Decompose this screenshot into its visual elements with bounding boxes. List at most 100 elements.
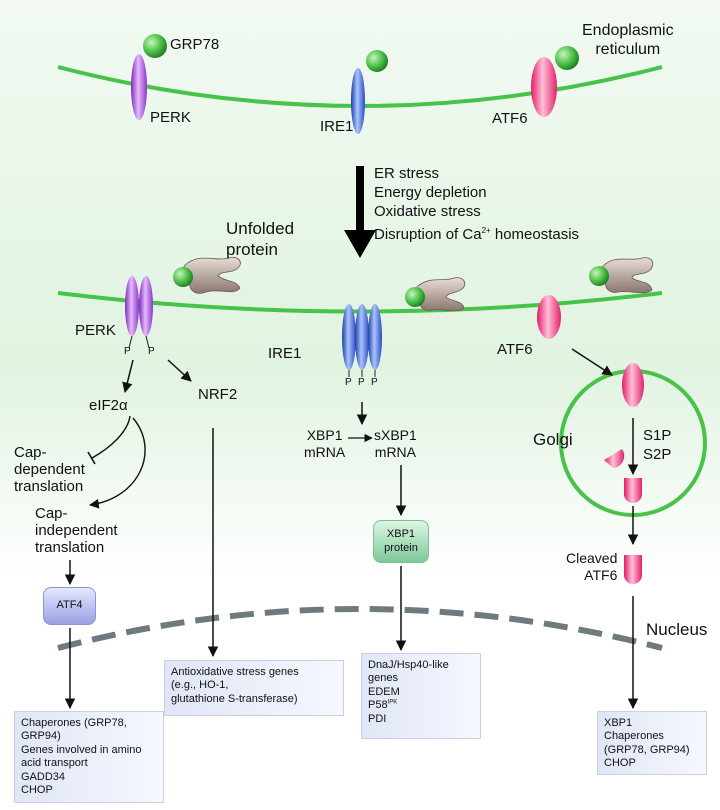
cap-indep-line1: Cap-: [35, 505, 68, 522]
cleaved-atf6-label: Cleaved ATF6: [566, 550, 617, 584]
unfolded-protein-right: [589, 257, 654, 294]
xbp1-mrna-line2: mRNA: [304, 444, 346, 460]
sxbp1-mrna-label: sXBP1 mRNA: [374, 427, 417, 461]
atf6-sensor-top: [531, 57, 557, 117]
grp78-ball: [143, 34, 167, 58]
unfolded-line1: Unfolded: [226, 219, 295, 238]
arrow-atf6-golgi: [571, 348, 613, 376]
stress-calcium-tail: homeostasis: [490, 226, 580, 243]
nrf2-gene-line3: glutathione S-transferase): [171, 692, 298, 705]
grp78-label: GRP78: [170, 36, 220, 53]
ire1-trimer-b: [355, 304, 369, 370]
cap-dep-line2: dependent: [14, 461, 85, 478]
ire1-gene-line1: DnaJ/Hsp40-like: [368, 659, 449, 671]
unfolded-protein-label: Unfolded protein: [226, 218, 294, 260]
grp78-ball-atf6: [555, 46, 579, 70]
atf4-label: ATF4: [56, 599, 83, 612]
xbp1-protein-line2: protein: [384, 541, 418, 554]
perk-sensor-top: [131, 54, 147, 120]
perk-gene-line6: CHOP: [21, 784, 53, 797]
p58-sup: IPK: [387, 699, 398, 706]
perk-phospho-b: P: [148, 346, 155, 357]
arrow-perk-eif2a: [122, 359, 134, 394]
atf6-gene-line4: CHOP: [604, 757, 636, 770]
xbp1-protein: XBP1 protein: [373, 520, 429, 563]
atf6-in-golgi: [622, 363, 644, 407]
xbp1-mrna-label: XBP1 mRNA: [304, 427, 345, 461]
cleaved-line2: ATF6: [584, 567, 618, 583]
cap-indep-line2: independent: [35, 522, 118, 539]
ire1-gene-line4: P58IPK: [368, 699, 474, 712]
p58-text: P58: [368, 699, 388, 712]
unfolded-line2: protein: [226, 240, 278, 259]
stress-item-energy: Energy depletion: [374, 184, 487, 201]
ire1-middle-label: IRE1: [268, 345, 302, 362]
cap-dep-line1: Cap-: [14, 444, 47, 461]
perk-middle-label: PERK: [75, 322, 116, 339]
golgi-label: Golgi: [533, 430, 573, 449]
nrf2-gene-line1: Antioxidative stress genes: [171, 666, 299, 678]
stress-item-er: ER stress: [374, 165, 440, 182]
stress-arrow-head: [344, 230, 376, 258]
ire1-phospho-c: P: [371, 377, 378, 388]
cap-dependent-label: Cap- dependent translation: [14, 444, 85, 495]
nrf2-label: NRF2: [198, 386, 238, 403]
atf6-cleaved-free: [624, 555, 642, 584]
grp78-ball-ire1: [366, 50, 388, 72]
s2p-label: S2P: [643, 446, 672, 463]
inhibit-cap-dependent: [91, 415, 131, 459]
stress-calcium-sup: 2+: [481, 226, 491, 235]
atf6-middle-label: ATF6: [497, 341, 533, 358]
sxbp1-mrna-line2: mRNA: [374, 444, 417, 460]
stress-list: ER stress Energy depletion Oxidative str…: [374, 164, 579, 244]
atf6-cleaved-fragment: [604, 449, 625, 468]
perk-gene-line5: GADD34: [21, 770, 66, 783]
atf6-gene-line2: Chaperones: [604, 730, 664, 743]
perk-gene-line4: acid transport: [21, 757, 88, 770]
ire1-gene-line3: EDEM: [368, 685, 400, 698]
atf6-gene-line3: (GRP78, GRP94): [604, 743, 690, 756]
cleaved-line1: Cleaved: [566, 550, 618, 566]
atf6-sensor-middle: [537, 295, 561, 339]
ire1-gene-line5: PDI: [368, 712, 387, 725]
arrow-perk-nrf2: [167, 359, 192, 382]
er-label: Endoplasmic reticulum: [582, 22, 674, 60]
cap-indep-line3: translation: [35, 539, 105, 556]
ire1-top-label: IRE1: [320, 118, 354, 135]
nrf2-gene-line2: (e.g., HO-1,: [171, 679, 229, 692]
ire1-gene-line2: genes: [368, 672, 398, 685]
atf6-gene-line1: XBP1: [604, 717, 633, 729]
stress-calcium-text: Disruption of Ca: [374, 226, 482, 243]
ire1-target-genes-box: DnaJ/Hsp40-like genes EDEM P58IPK PDI: [361, 653, 481, 739]
nuclear-envelope: [57, 606, 663, 651]
xbp1-protein-line1: XBP1: [386, 528, 416, 541]
arrow-cap-independent: [89, 417, 146, 509]
perk-target-genes-box: Chaperones (GRP78, GRP94) Genes involved…: [14, 711, 164, 803]
perk-gene-line3: Genes involved in amino: [21, 743, 142, 756]
unfolded-protein-left: [173, 256, 241, 294]
perk-dimer-a: [125, 276, 139, 336]
unfolded-protein-middle: [405, 277, 466, 312]
atf6-top-label: ATF6: [492, 110, 528, 127]
sxbp1-mrna-line1: sXBP1: [374, 427, 417, 443]
cap-independent-label: Cap- independent translation: [35, 505, 118, 556]
perk-gene-line2: GRP94): [21, 730, 61, 743]
er-label-line1: Endoplasmic: [582, 22, 674, 39]
atf4-protein: ATF4: [43, 587, 96, 625]
atf6-target-genes-box: XBP1 Chaperones (GRP78, GRP94) CHOP: [597, 711, 707, 775]
perk-top-label: PERK: [150, 109, 191, 126]
cap-dep-line3: translation: [14, 478, 84, 495]
stress-item-calcium: Disruption of Ca2+ homeostasis: [374, 221, 579, 244]
atf6-cleaved-golgi: [624, 478, 642, 503]
s1p-label: S1P: [643, 427, 672, 444]
stress-arrow-shaft: [356, 166, 364, 232]
nucleus-label: Nucleus: [646, 620, 708, 639]
ire1-phospho-b: P: [358, 377, 365, 388]
ire1-trimer-c: [368, 304, 382, 370]
eif2a-label: eIF2α: [89, 397, 128, 414]
stress-item-oxidative: Oxidative stress: [374, 203, 481, 220]
perk-phospho-a: P: [124, 346, 131, 357]
nrf2-target-genes-box: Antioxidative stress genes (e.g., HO-1, …: [164, 660, 344, 716]
ire1-phospho-a: P: [345, 377, 352, 388]
